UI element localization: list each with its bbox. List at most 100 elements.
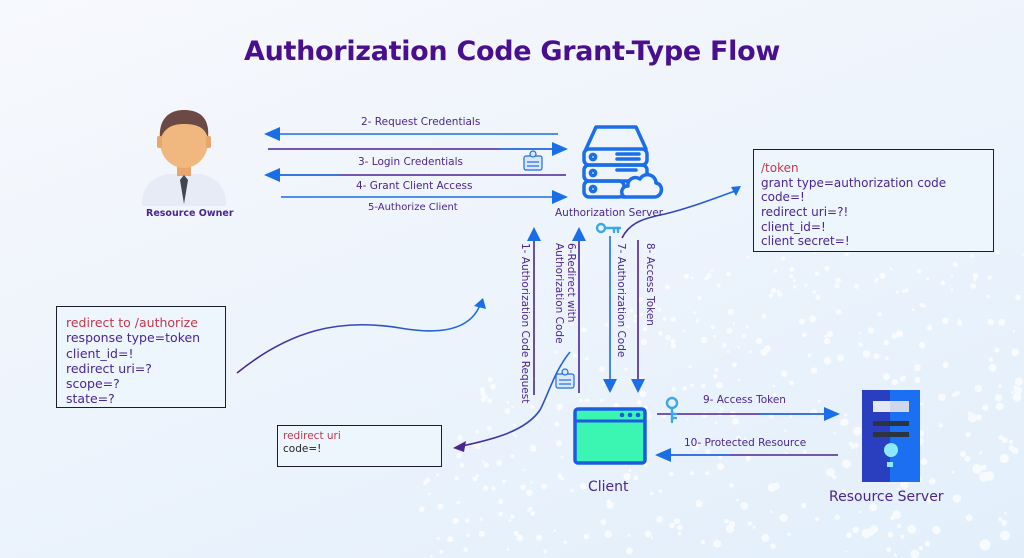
authorize-box-line: state=?	[66, 391, 115, 407]
background-dot	[690, 383, 694, 388]
background-dot	[724, 518, 729, 524]
background-dot	[866, 528, 875, 536]
authorization-server-label: Authorization Server	[555, 207, 664, 219]
background-dot	[987, 275, 992, 280]
background-dot	[504, 408, 511, 415]
resource-owner-icon	[142, 110, 226, 206]
background-dot	[726, 327, 733, 334]
background-dot	[918, 546, 924, 551]
background-dot	[926, 277, 930, 281]
background-dot	[553, 529, 556, 532]
background-dot	[498, 511, 504, 517]
diagram-title: Authorization Code Grant-Type Flow	[244, 36, 780, 67]
background-dot	[463, 547, 468, 552]
background-dot	[761, 534, 770, 542]
background-dot	[952, 262, 958, 267]
step-3-label: 3- Login Credentials	[358, 156, 463, 168]
background-dot	[970, 283, 976, 289]
background-dot	[506, 400, 510, 404]
background-dot	[747, 521, 752, 526]
background-dot	[669, 471, 674, 477]
background-dot	[585, 356, 589, 361]
background-dot	[884, 356, 889, 361]
background-dot	[916, 269, 922, 274]
background-dot	[456, 500, 460, 505]
background-dot	[683, 273, 690, 280]
background-dot	[845, 532, 852, 539]
step-5-label: 5-Authorize Client	[368, 202, 458, 213]
background-dot	[792, 285, 797, 289]
client-label: Client	[588, 479, 629, 495]
background-dot	[852, 526, 859, 533]
background-dot	[814, 271, 820, 276]
background-dot	[987, 318, 994, 326]
background-dot	[718, 455, 723, 460]
background-dot	[732, 322, 736, 325]
background-dot	[529, 491, 533, 494]
background-dot	[624, 367, 628, 372]
background-dot	[579, 398, 583, 403]
background-dot	[506, 548, 510, 551]
background-dot	[670, 316, 676, 322]
background-dot	[779, 513, 788, 522]
background-dot	[815, 517, 820, 522]
background-dot	[511, 405, 514, 409]
background-dot	[722, 342, 727, 348]
background-dot	[513, 530, 519, 537]
background-dot	[705, 471, 710, 476]
background-dot	[472, 476, 478, 482]
background-dot	[919, 402, 924, 406]
token-box-line: grant type=authorization code	[761, 175, 947, 190]
background-dot	[835, 309, 842, 315]
background-dot	[964, 455, 971, 462]
background-dot	[804, 283, 808, 287]
background-dot	[706, 272, 712, 279]
background-dot	[697, 296, 702, 301]
background-dot	[924, 541, 931, 547]
background-dot	[951, 470, 955, 474]
token-box-line: client secret=!	[761, 234, 850, 249]
background-dot	[746, 256, 750, 259]
background-dot	[895, 290, 900, 294]
background-dot	[700, 539, 706, 545]
background-dot	[600, 519, 607, 525]
token-box-line: redirect uri=?!	[761, 204, 849, 219]
background-dot	[742, 333, 747, 338]
background-dot	[883, 340, 889, 346]
background-dot	[732, 418, 739, 425]
background-dot	[852, 493, 856, 496]
key-icon	[595, 222, 622, 234]
background-dot	[717, 463, 725, 470]
background-dot	[545, 399, 549, 403]
background-dot	[1011, 348, 1019, 357]
background-dot	[932, 525, 941, 535]
background-dot	[713, 334, 716, 338]
background-dot	[889, 267, 893, 271]
step-6-label: 6-Redirect with Authorization Code	[553, 243, 577, 344]
background-dot	[710, 325, 715, 330]
background-dot	[606, 501, 614, 509]
background-dot	[466, 533, 470, 537]
background-dot	[644, 530, 652, 538]
background-dot	[894, 553, 898, 557]
background-dot	[479, 517, 483, 521]
background-dot	[560, 455, 564, 459]
background-dot	[541, 483, 547, 490]
background-dot	[725, 524, 735, 533]
background-dot	[998, 318, 1006, 326]
background-dot	[480, 391, 486, 397]
background-dot	[752, 525, 756, 529]
resource-server-icon	[862, 390, 920, 482]
background-dot	[736, 435, 741, 441]
background-dot	[979, 471, 989, 482]
background-dot	[634, 314, 638, 319]
background-dot	[858, 510, 862, 514]
background-dot	[692, 443, 699, 451]
background-dot	[475, 429, 480, 434]
background-dot	[527, 508, 531, 512]
background-dot	[784, 429, 787, 432]
background-dot	[1012, 392, 1022, 402]
background-dot	[802, 332, 807, 338]
